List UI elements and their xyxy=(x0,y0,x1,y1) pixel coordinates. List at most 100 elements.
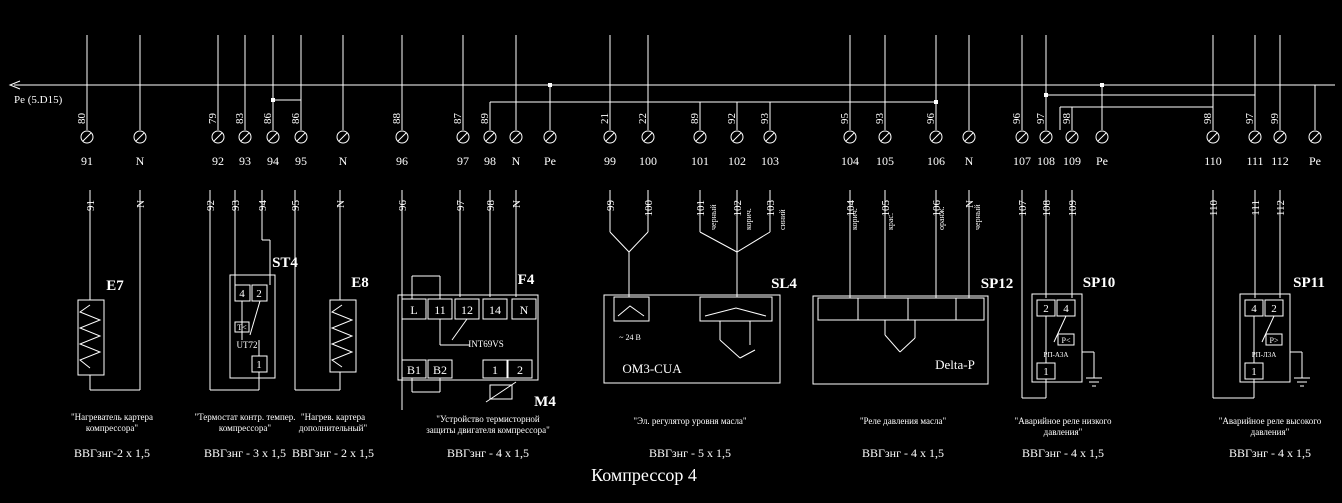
wire xyxy=(899,337,916,353)
device-wire-label: 93 xyxy=(230,200,242,212)
description-line: "Реле давления масла" xyxy=(860,416,947,426)
pressure-switch-body xyxy=(1031,293,1083,383)
terminal-slot xyxy=(458,132,468,142)
pressure-relay-body xyxy=(812,295,989,385)
label: корич. xyxy=(850,208,859,230)
terminal-number: 92 xyxy=(212,154,224,168)
terminal-slot xyxy=(1041,132,1051,142)
wire-number: 89 xyxy=(479,113,491,125)
description-line: дополнительный" xyxy=(299,423,368,433)
terminal-slot xyxy=(964,132,974,142)
device-wire-label: 100 xyxy=(643,200,655,217)
device-wire-label: 99 xyxy=(605,200,617,212)
terminal-screw xyxy=(730,130,744,144)
terminal-screw xyxy=(1039,130,1053,144)
device-description: "Термостат контр. темпер.компрессора" xyxy=(194,412,295,433)
device-model: INT69VS xyxy=(468,339,504,349)
relay-box xyxy=(699,296,773,322)
terminal-slot xyxy=(1208,132,1218,142)
wire xyxy=(617,305,645,317)
description-line: "Эл. регулятор уровня масла" xyxy=(633,416,747,426)
device-wire-label: 107 xyxy=(1017,200,1029,217)
description-line: давления" xyxy=(1251,427,1290,437)
description-line: "Нагреватель картера xyxy=(71,412,153,422)
terminal-number: 98 xyxy=(484,154,496,168)
description-line: защиты двигателя компрессора" xyxy=(426,425,550,435)
label: 1 xyxy=(1251,366,1257,378)
terminal-slot xyxy=(397,132,407,142)
wire-number: 97 xyxy=(1244,113,1256,125)
label: 2 xyxy=(1271,303,1277,315)
terminal-number: 105 xyxy=(876,154,894,168)
wire-number: 89 xyxy=(689,113,701,125)
label: 2 xyxy=(1043,303,1049,315)
device-wire-label: 92 xyxy=(205,200,217,211)
label: синий xyxy=(778,209,787,230)
device-model: OM3-CUA xyxy=(622,361,682,376)
terminal-number: 93 xyxy=(239,154,251,168)
device-wire-label: 111 xyxy=(1250,200,1262,216)
description-line: давления" xyxy=(1044,427,1083,437)
terminal-slot xyxy=(268,132,278,142)
device-wire-label: 96 xyxy=(397,200,409,212)
heater-element xyxy=(330,304,354,368)
thermostat-body xyxy=(229,274,276,379)
wire xyxy=(884,334,901,353)
device-tag: E7 xyxy=(106,278,124,294)
device-wire-label: 91 xyxy=(85,200,97,211)
cable-spec: ВВГзнг - 4 х 1,5 xyxy=(1229,446,1311,460)
terminal-screw xyxy=(133,130,147,144)
cable-spec: ВВГзнг - 4 х 1,5 xyxy=(862,446,944,460)
heater-body xyxy=(77,299,105,376)
terminal-slot xyxy=(1097,132,1107,142)
wire-number: 93 xyxy=(759,113,771,125)
terminal-box xyxy=(507,359,533,379)
device-wire-label: N xyxy=(511,200,523,208)
device-description: "Эл. регулятор уровня масла" xyxy=(633,416,747,426)
terminal-screw xyxy=(1273,130,1287,144)
terminal-number: N xyxy=(965,154,974,168)
terminal-slot xyxy=(240,132,250,142)
device-wire-label: 101 xyxy=(695,200,707,217)
device-model: Delta-P xyxy=(935,357,975,372)
wiring xyxy=(8,35,1335,410)
wire-number: 93 xyxy=(874,113,886,125)
terminal-slot xyxy=(880,132,890,142)
label: черный xyxy=(709,204,718,230)
terminal-box xyxy=(401,298,427,320)
wire xyxy=(699,231,771,253)
junction-dot xyxy=(548,83,552,87)
terminal-screw xyxy=(1308,130,1322,144)
label: L xyxy=(410,303,417,317)
terminal-screw xyxy=(641,130,655,144)
label: B2 xyxy=(433,363,447,377)
junction-dot xyxy=(1100,83,1104,87)
terminal-number: 99 xyxy=(604,154,616,168)
description-line: "Аварийное реле высокого xyxy=(1219,416,1322,426)
terminal-slot xyxy=(1017,132,1027,142)
terminal-number: 103 xyxy=(761,154,779,168)
terminal-slot xyxy=(643,132,653,142)
terminal-number: 97 xyxy=(457,154,469,168)
device-tag: SP10 xyxy=(1083,275,1116,291)
terminal-number: 100 xyxy=(639,154,657,168)
wire xyxy=(719,339,741,359)
description-line: компрессора" xyxy=(86,423,138,433)
label: UT72 xyxy=(237,340,258,350)
terminal-slot xyxy=(1310,132,1320,142)
terminal-screw xyxy=(603,130,617,144)
terminal-screw xyxy=(1206,130,1220,144)
description-line: "Аварийное реле низкого xyxy=(1015,416,1112,426)
cable-spec: ВВГзнг - 4 х 1,5 xyxy=(447,446,529,460)
label: P< xyxy=(1062,336,1071,345)
terminal-number: N xyxy=(136,154,145,168)
terminal-number: 104 xyxy=(841,154,859,168)
wire xyxy=(609,231,649,253)
terminal-slot xyxy=(765,132,775,142)
relay-body xyxy=(397,294,539,381)
label: 4 xyxy=(1063,303,1069,315)
